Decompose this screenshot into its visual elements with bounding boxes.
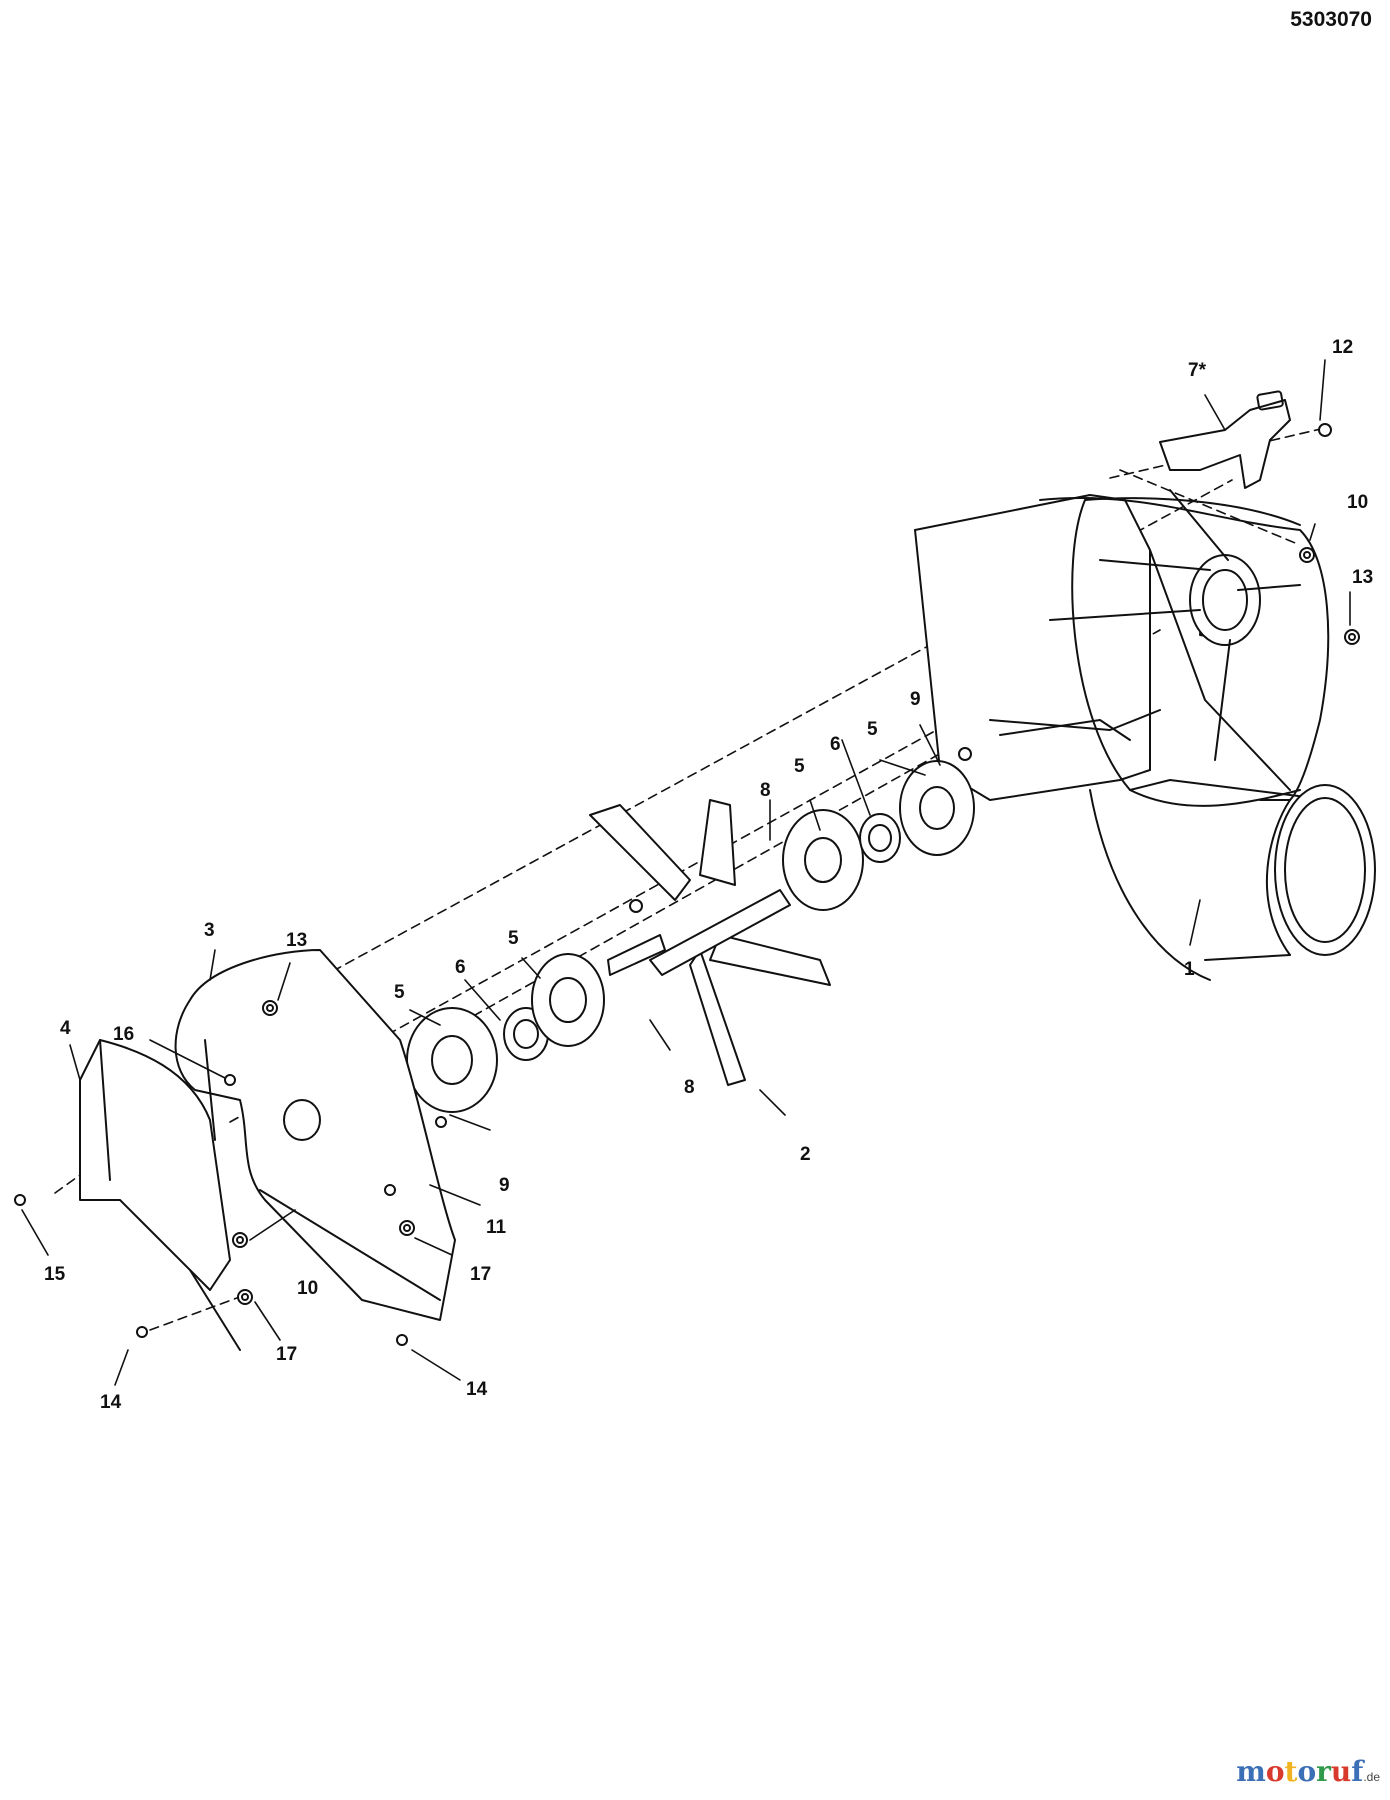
callout-13a: 13 xyxy=(286,930,307,951)
watermark-letter: t xyxy=(1284,1755,1298,1788)
callout-6a: 6 xyxy=(455,957,466,978)
blower-housing xyxy=(914,489,1376,981)
leader-lines xyxy=(21,359,1351,1386)
callout-14b: 14 xyxy=(466,1379,488,1400)
watermark-logo: motoruf.de xyxy=(1236,1755,1380,1788)
hardware-right xyxy=(629,423,1360,913)
callout-3: 3 xyxy=(204,920,215,941)
callout-7: 7* xyxy=(1188,360,1207,381)
callout-8b: 8 xyxy=(684,1077,695,1098)
callout-12: 12 xyxy=(1332,337,1353,358)
callout-2: 2 xyxy=(800,1144,811,1165)
callout-4: 4 xyxy=(60,1018,71,1039)
callout-labels: 1 2 3 4 5 5 5 5 6 6 7* 8 8 9 9 10 10 11 … xyxy=(44,337,1373,1413)
watermark-letter: f xyxy=(1351,1755,1364,1788)
watermark-letter: o xyxy=(1265,1755,1285,1788)
callout-11: 11 xyxy=(486,1217,507,1238)
callout-5d: 5 xyxy=(867,719,878,740)
callout-1: 1 xyxy=(1184,959,1195,980)
deflector xyxy=(79,1039,241,1351)
callout-10b: 10 xyxy=(297,1278,318,1299)
impeller xyxy=(589,799,831,1086)
watermark-letter: m xyxy=(1236,1755,1266,1788)
watermark-letter: u xyxy=(1330,1755,1352,1788)
callout-14a: 14 xyxy=(100,1392,122,1413)
callout-13b: 13 xyxy=(1352,567,1373,588)
bracket xyxy=(1159,390,1291,489)
callout-9b: 9 xyxy=(499,1175,510,1196)
side-plate xyxy=(174,949,456,1321)
callout-8a: 8 xyxy=(760,780,771,801)
callout-17b: 17 xyxy=(276,1344,297,1365)
watermark-letter: r xyxy=(1316,1755,1331,1788)
diagram-number: 5303070 xyxy=(1290,8,1372,31)
watermark-tld: .de xyxy=(1363,1770,1380,1784)
callout-17a: 17 xyxy=(470,1264,491,1285)
callout-5a: 5 xyxy=(394,982,405,1003)
bearing-flanges-right xyxy=(782,760,975,911)
bearing-flanges-left xyxy=(406,953,605,1113)
callout-6b: 6 xyxy=(830,734,841,755)
callout-5b: 5 xyxy=(508,928,519,949)
callout-5c: 5 xyxy=(794,756,805,777)
callout-16: 16 xyxy=(113,1024,134,1045)
watermark-brand: motoruf xyxy=(1236,1755,1363,1788)
hardware-left xyxy=(14,1000,447,1346)
callout-10a: 10 xyxy=(1347,492,1368,513)
callout-9a: 9 xyxy=(910,689,921,710)
callout-15: 15 xyxy=(44,1264,66,1285)
watermark-letter: o xyxy=(1297,1755,1317,1788)
